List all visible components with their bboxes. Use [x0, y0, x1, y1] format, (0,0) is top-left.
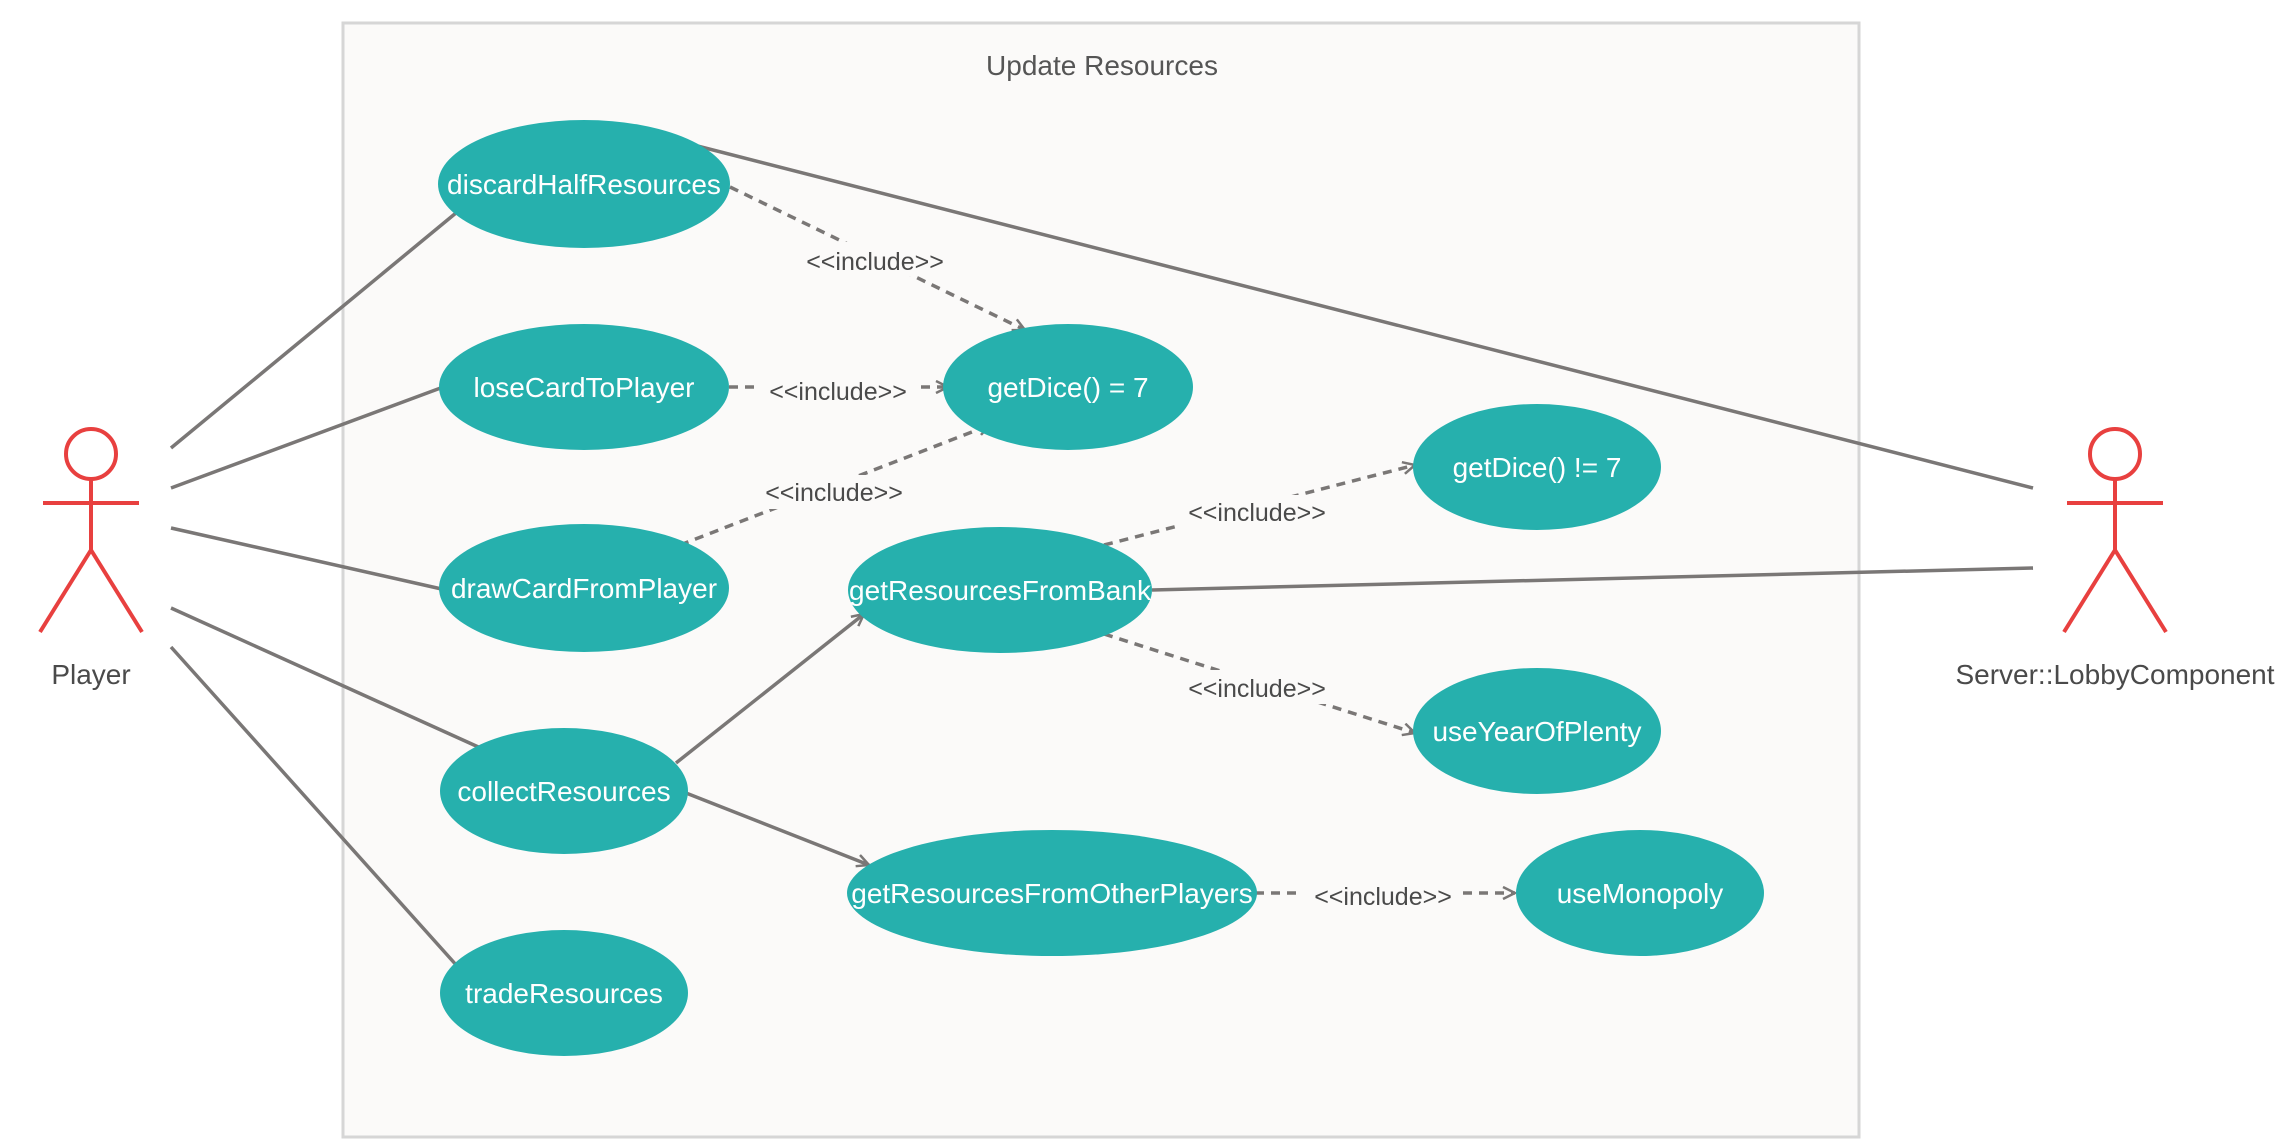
actor-server-label: Server::LobbyComponent	[1955, 659, 2274, 690]
include-label-1: <<include>>	[806, 248, 944, 276]
assoc-player-lose	[170, 384, 447, 490]
include-label-3: <<include>>	[765, 479, 903, 507]
svg-text:collectResources: collectResources	[457, 776, 670, 807]
collect-to-bank	[674, 614, 864, 765]
svg-text:getDice() != 7: getDice() != 7	[1453, 452, 1622, 483]
svg-text:useYearOfPlenty: useYearOfPlenty	[1432, 716, 1641, 747]
svg-text:tradeResources: tradeResources	[465, 978, 663, 1009]
actor-player-label: Player	[51, 659, 130, 690]
collect-extends	[674, 614, 869, 865]
use-case-lose[interactable]: loseCardToPlayer	[439, 324, 729, 450]
assoc-player-draw	[170, 526, 447, 592]
use-case-draw[interactable]: drawCardFromPlayer	[439, 524, 729, 652]
assoc-player-trade	[169, 645, 460, 969]
use-case-others[interactable]: getResourcesFromOtherPlayers	[847, 830, 1257, 956]
actor-server[interactable]	[2062, 427, 2168, 634]
use-cases: discardHalfResources loseCardToPlayer dr…	[438, 120, 1764, 1056]
server-associations	[677, 139, 2034, 592]
use-case-yop[interactable]: useYearOfPlenty	[1413, 668, 1661, 794]
include-label-6: <<include>>	[1314, 883, 1452, 911]
collect-to-others	[685, 791, 869, 865]
include-label-2: <<include>>	[769, 378, 907, 406]
actor-player-head-icon	[64, 427, 118, 481]
use-case-mono[interactable]: useMonopoly	[1516, 830, 1764, 956]
assoc-player-discard	[169, 206, 464, 450]
system-title: Update Resources	[986, 50, 1218, 81]
svg-text:useMonopoly: useMonopoly	[1557, 878, 1724, 909]
actor-server-head-icon	[2088, 427, 2142, 481]
svg-text:getResourcesFromOtherPlayers: getResourcesFromOtherPlayers	[851, 878, 1252, 909]
use-case-discard[interactable]: discardHalfResources	[438, 120, 730, 248]
svg-text:drawCardFromPlayer: drawCardFromPlayer	[451, 573, 717, 604]
use-case-dice7[interactable]: getDice() = 7	[943, 324, 1193, 450]
use-case-trade[interactable]: tradeResources	[440, 930, 688, 1056]
svg-text:discardHalfResources: discardHalfResources	[447, 169, 721, 200]
use-case-bank[interactable]: getResourcesFromBank	[848, 527, 1152, 653]
actor-player[interactable]	[38, 427, 144, 634]
use-case-dicenot7[interactable]: getDice() != 7	[1413, 404, 1661, 530]
svg-text:getDice() = 7: getDice() = 7	[987, 372, 1148, 403]
include-labels: <<include>> <<include>> <<include>> <<in…	[754, 242, 1463, 913]
use-case-collect[interactable]: collectResources	[440, 728, 688, 854]
include-label-5: <<include>>	[1188, 675, 1326, 703]
assoc-server-bank	[1151, 566, 2034, 592]
assoc-server-discard	[677, 139, 2034, 490]
svg-text:getResourcesFromBank: getResourcesFromBank	[849, 575, 1152, 606]
assoc-player-collect	[170, 606, 486, 752]
player-associations	[169, 206, 486, 969]
include-label-4: <<include>>	[1188, 499, 1326, 527]
svg-text:loseCardToPlayer: loseCardToPlayer	[474, 372, 695, 403]
